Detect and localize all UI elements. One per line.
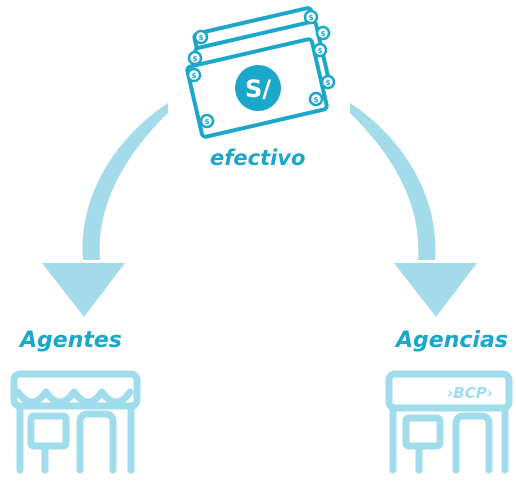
cash-label: efectivo xyxy=(210,146,306,170)
svg-text:$: $ xyxy=(321,30,326,38)
bcp-agency-icon xyxy=(385,370,513,474)
agencies-label: Agencias xyxy=(396,328,508,353)
bcp-sign: ›BCP› xyxy=(447,384,493,402)
svg-text:$: $ xyxy=(193,55,198,63)
banknote-stack-icon xyxy=(185,6,336,139)
arrow-down-right-icon xyxy=(350,103,477,317)
svg-text:$: $ xyxy=(199,34,204,42)
arrow-down-left-icon xyxy=(42,103,168,317)
svg-text:$: $ xyxy=(314,96,319,104)
svg-text:$: $ xyxy=(192,72,197,80)
agents-label: Agentes xyxy=(20,328,122,353)
agent-store-icon xyxy=(10,370,141,474)
svg-text:$: $ xyxy=(318,47,323,55)
svg-text:$: $ xyxy=(205,118,210,126)
svg-text:$: $ xyxy=(309,14,314,22)
svg-text:$: $ xyxy=(326,79,331,87)
corner-marks: $ $ $ $ $ $ $ $ $ xyxy=(192,14,331,126)
currency-symbol: S/ xyxy=(245,75,271,103)
